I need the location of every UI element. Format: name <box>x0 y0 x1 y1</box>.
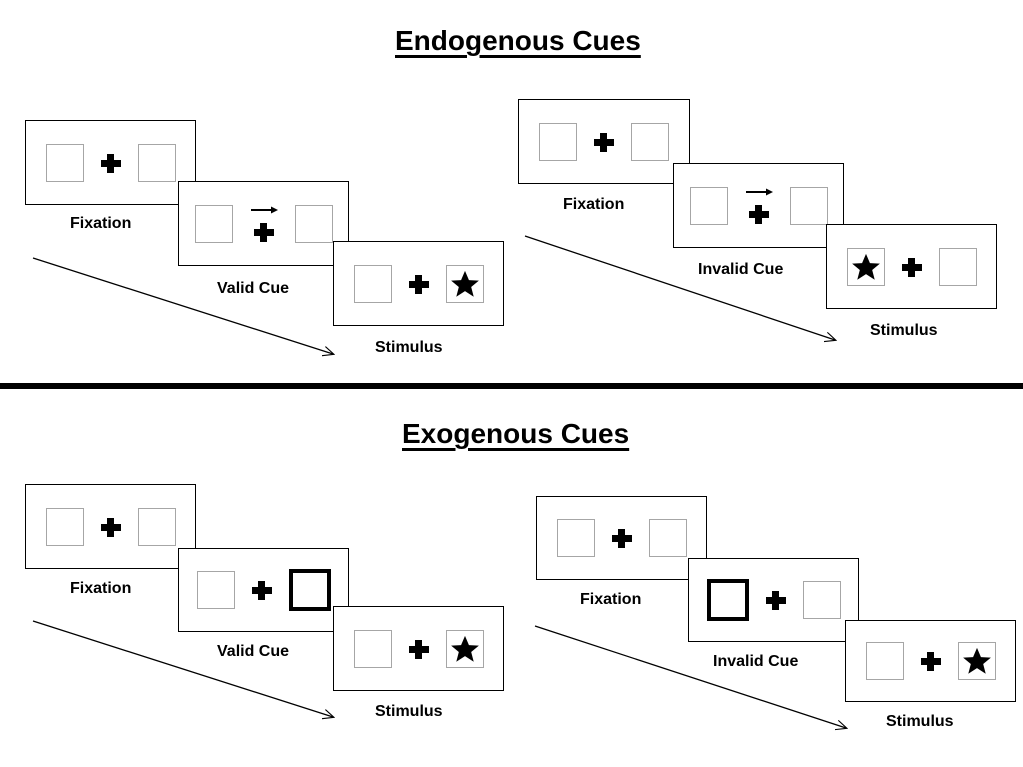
placeholder-box-right <box>631 122 669 161</box>
panel-content <box>179 549 348 631</box>
placeholder-box-right <box>648 519 687 557</box>
star-icon <box>450 635 479 662</box>
panel-content <box>334 242 503 325</box>
stage-label-stimulus: Stimulus <box>886 713 954 730</box>
section-title-exogenous: Exogenous Cues <box>402 418 630 449</box>
panel-exogenous-valid-cue <box>178 548 349 632</box>
panel-exogenous-invalid-stimulus <box>845 620 1016 702</box>
placeholder-box-left <box>196 571 235 609</box>
fixation-cross-icon <box>920 649 942 673</box>
panel-endogenous-invalid-cue <box>673 163 844 248</box>
placeholder-box-right <box>938 247 977 286</box>
stage-label-fixation: Fixation <box>580 591 642 608</box>
panel-content <box>846 621 1015 701</box>
panel-content <box>26 485 195 568</box>
fixation-cross-icon <box>748 202 770 226</box>
panel-content <box>519 100 689 183</box>
panel-exogenous-valid-stimulus <box>333 606 504 691</box>
star-icon <box>851 253 880 280</box>
section-divider <box>0 383 1023 389</box>
cue-with-arrow <box>249 204 279 244</box>
stage-label-fixation: Fixation <box>70 215 132 232</box>
placeholder-box-left <box>865 642 904 680</box>
panel-endogenous-valid-stimulus <box>333 241 504 326</box>
panel-content <box>827 225 996 308</box>
flow-arrow-exogenous-invalid <box>534 625 870 748</box>
stage-label-fixation: Fixation <box>70 580 132 597</box>
placeholder-box-right <box>789 186 828 225</box>
flow-arrow-endogenous-valid <box>32 257 358 370</box>
section-title-endogenous: Endogenous Cues <box>395 25 641 56</box>
stage-label-valid-cue: Valid Cue <box>217 280 290 297</box>
placeholder-box-left <box>353 264 392 303</box>
panel-content <box>674 164 843 247</box>
star-icon <box>450 270 479 297</box>
stage-label-stimulus: Stimulus <box>870 322 938 339</box>
placeholder-box-right <box>137 507 176 546</box>
fixation-cross-icon <box>901 255 923 279</box>
fixation-cross-icon <box>408 272 430 296</box>
placeholder-box-right <box>294 204 333 243</box>
stage-label-invalid-cue: Invalid Cue <box>698 261 784 278</box>
stage-label-stimulus: Stimulus <box>375 339 443 356</box>
stage-label-valid-cue: Valid Cue <box>217 643 290 660</box>
placeholder-box-right <box>137 143 176 182</box>
star-icon <box>962 647 991 674</box>
flow-arrow-exogenous-valid <box>32 620 358 733</box>
panel-content <box>26 121 195 204</box>
fixation-cross-icon <box>253 220 275 244</box>
stage-label-invalid-cue: Invalid Cue <box>713 653 799 670</box>
arrow-right-cue-icon <box>250 206 278 213</box>
fixation-cross-icon <box>593 130 615 154</box>
fixation-cross-icon <box>611 526 633 550</box>
placeholder-box-left <box>194 204 233 243</box>
panel-content <box>179 182 348 265</box>
placeholder-box-left <box>689 186 728 225</box>
panel-content <box>334 607 503 690</box>
stage-label-stimulus: Stimulus <box>375 703 443 720</box>
placeholder-box-left <box>45 143 84 182</box>
fixation-cross-icon <box>100 515 122 539</box>
fixation-cross-icon <box>408 637 430 661</box>
flow-arrow-endogenous-invalid <box>524 235 860 358</box>
stage-label-fixation: Fixation <box>563 196 625 213</box>
panel-exogenous-valid-fixation <box>25 484 196 569</box>
placeholder-box-right <box>957 642 996 680</box>
placeholder-box-left <box>556 519 595 557</box>
panel-endogenous-valid-fixation <box>25 120 196 205</box>
panel-endogenous-invalid-fixation <box>518 99 690 184</box>
placeholder-box-right <box>802 581 841 619</box>
panel-content <box>537 497 706 579</box>
panel-exogenous-invalid-fixation <box>536 496 707 580</box>
placeholder-box-left <box>539 122 577 161</box>
cue-with-arrow <box>744 186 774 226</box>
fixation-cross-icon <box>251 578 273 602</box>
placeholder-box-right <box>445 629 484 668</box>
placeholder-box-left <box>353 629 392 668</box>
placeholder-box-left <box>846 247 885 286</box>
panel-content <box>689 559 858 641</box>
fixation-cross-icon <box>100 151 122 175</box>
placeholder-box-right <box>445 264 484 303</box>
panel-exogenous-invalid-cue <box>688 558 859 642</box>
placeholder-box-left <box>45 507 84 546</box>
placeholder-box-right-cued <box>288 569 331 611</box>
placeholder-box-left-cued <box>706 579 749 621</box>
panel-endogenous-invalid-stimulus <box>826 224 997 309</box>
panel-endogenous-valid-cue <box>178 181 349 266</box>
fixation-cross-icon <box>765 588 787 612</box>
arrow-right-cue-icon <box>745 188 773 195</box>
